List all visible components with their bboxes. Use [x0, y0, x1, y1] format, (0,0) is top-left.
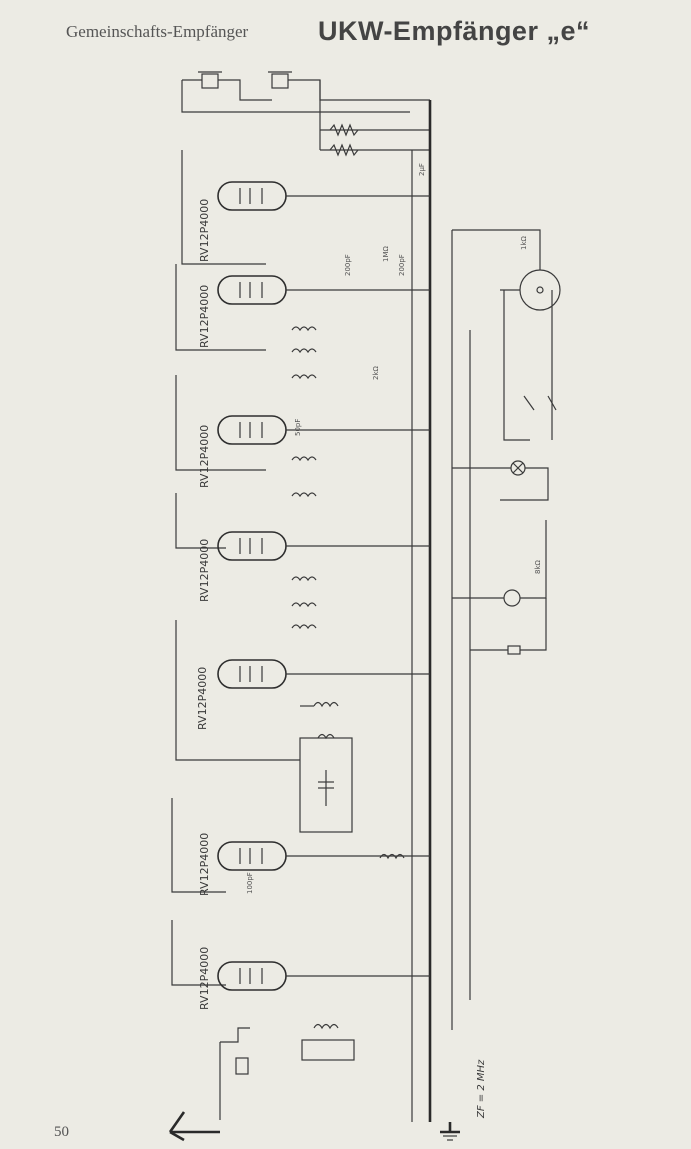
top-wiring [181, 79, 430, 151]
headphone-jack-2 [268, 71, 292, 89]
power-switch [503, 290, 557, 441]
ground-symbol-icon [440, 1122, 460, 1141]
label-1mohm: 1MΩ [382, 246, 390, 262]
antenna-arrow-icon [168, 1111, 220, 1142]
top-resistor-2 [329, 143, 359, 157]
header-right-title: UKW-Empfänger „e“ [318, 16, 590, 46]
tube-2 [217, 275, 430, 305]
output-resistor [470, 598, 547, 655]
choke-coil-2 [379, 853, 405, 860]
tube-2-label: RV12P4000 [198, 285, 211, 348]
if-frequency-label: ZF = 2 MHz [476, 1059, 487, 1119]
page-number: 50 [54, 1124, 69, 1140]
label-1kohm: 1kΩ [520, 235, 528, 250]
main-bus [411, 100, 471, 1122]
label-8kohm: 8kΩ [534, 559, 542, 574]
header-left-title: Gemeinschafts-Empfänger [66, 22, 249, 41]
top-resistor-1 [329, 123, 359, 137]
label-50pf: 50pF [294, 419, 302, 436]
label-200pf-a: 200pF [344, 254, 352, 276]
tube-5-label: RV12P4000 [196, 667, 209, 730]
headphone-jack-1 [198, 71, 222, 89]
tube-1 [217, 181, 430, 211]
antenna-input [219, 1027, 250, 1120]
meter-socket [452, 520, 547, 607]
label-2kohm: 2kΩ [372, 365, 380, 380]
if-transformer-1 [291, 326, 317, 354]
tube-6 [217, 841, 430, 871]
tube-7 [217, 961, 430, 991]
if-transformer-3 [291, 492, 317, 582]
tube-3-label: RV12P4000 [198, 425, 211, 488]
label-100pf: 100pF [246, 872, 254, 894]
if-transformer-4 [291, 602, 317, 630]
tube-4 [217, 531, 430, 561]
if-transformer-2 [291, 374, 317, 462]
choke-coil-1 [300, 701, 339, 708]
tube-5 [217, 659, 430, 689]
indicator-lamp [452, 460, 549, 501]
left-wiring [171, 150, 300, 986]
antenna-coil [301, 1023, 355, 1061]
output-socket [452, 229, 561, 311]
tube-6-label: RV12P4000 [198, 833, 211, 896]
tube-4-label: RV12P4000 [198, 539, 211, 602]
tube-1-label: RV12P4000 [198, 199, 211, 262]
tank-circuit [299, 733, 353, 833]
tube-7-label: RV12P4000 [198, 947, 211, 1010]
label-2uf: 2µF [418, 163, 426, 176]
tube-3 [217, 415, 430, 445]
label-200pf-b: 200pF [398, 254, 406, 276]
